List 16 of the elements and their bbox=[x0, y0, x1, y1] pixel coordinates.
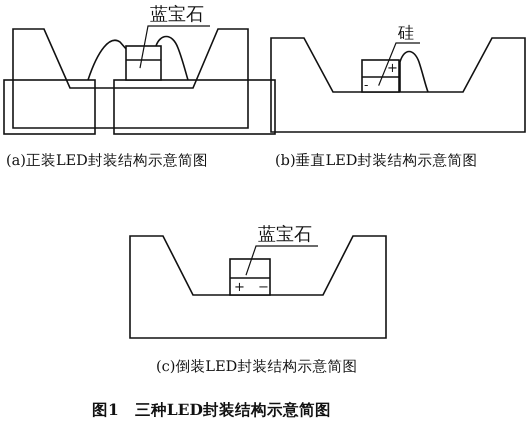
figure-caption: 图1 三种LED封装结构示意简图 bbox=[92, 402, 331, 418]
polarity-sign: - bbox=[364, 79, 368, 92]
subfigure-caption: (c)倒装LED封装结构示意简图 bbox=[156, 360, 358, 374]
chip-drawing bbox=[229, 258, 271, 296]
leader-line bbox=[139, 25, 210, 68]
part-label: 蓝宝石 bbox=[258, 226, 312, 244]
leader-line bbox=[378, 42, 420, 86]
polarity-sign: − bbox=[258, 281, 269, 294]
chip-drawing bbox=[361, 59, 400, 93]
subfigure-caption: (b)垂直LED封装结构示意简图 bbox=[275, 154, 478, 168]
part-label: 硅 bbox=[398, 25, 414, 41]
polarity-sign: + bbox=[387, 62, 398, 75]
subfigure-caption: (a)正装LED封装结构示意简图 bbox=[6, 154, 208, 168]
part-label: 蓝宝石 bbox=[150, 6, 204, 24]
polarity-sign: + bbox=[234, 281, 245, 294]
chip-drawing bbox=[125, 45, 162, 81]
